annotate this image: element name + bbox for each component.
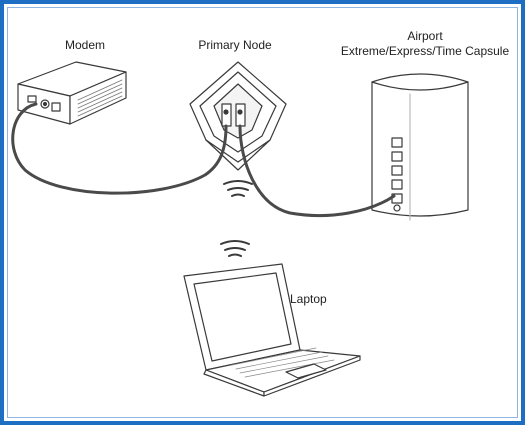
frame-inner-border	[7, 7, 518, 418]
modem-icon	[17, 61, 127, 125]
airport-label-line2: Extreme/Express/Time Capsule	[340, 44, 510, 58]
laptop-icon	[183, 263, 361, 397]
laptop-label: Laptop	[290, 292, 327, 306]
airport-label-line1: Airport	[407, 29, 443, 43]
cables	[11, 102, 396, 218]
modem-to-node-cable	[11, 102, 228, 195]
primary-node-label: Primary Node	[198, 38, 272, 52]
wifi-icon	[220, 240, 250, 257]
airport-label: Airport Extreme/Express/Time Capsule	[325, 29, 525, 59]
node-to-airport-cable	[238, 124, 396, 218]
airport-icon	[371, 73, 469, 221]
modem-label: Modem	[64, 38, 105, 52]
primary-node-icon	[189, 61, 287, 171]
wifi-icon	[223, 180, 253, 197]
